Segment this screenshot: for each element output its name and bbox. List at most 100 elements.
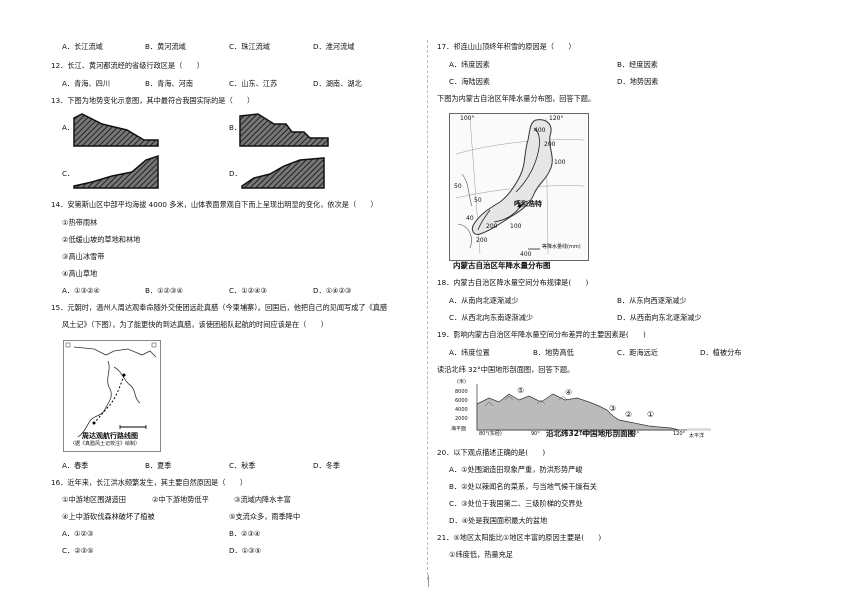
q12-option-c[interactable]: C．山东、江苏 — [229, 79, 278, 88]
map-legend: 等降水量线(mm) — [542, 244, 581, 250]
route-map-drawing — [64, 341, 160, 451]
q20-option-b[interactable]: B．②处以辣闻名的菜系，与当地气候干燥有关 — [449, 482, 597, 491]
q15-option-d[interactable]: D．冬季 — [313, 461, 341, 470]
q12-option-d[interactable]: D．湖南、湖北 — [313, 79, 362, 88]
terrain-profile-title: 沿北纬32°中国地形剖面图 — [546, 429, 636, 438]
q16-option-c[interactable]: C．②③⑤ — [62, 546, 94, 555]
q14-option-d[interactable]: D．①④②③ — [313, 286, 352, 295]
profile-y-8000: 8000 — [455, 389, 468, 395]
q14-item-2: ②低缓山坡的草地和林地 — [62, 235, 141, 244]
q13-option-a-label[interactable]: A． — [62, 123, 75, 132]
q15-route-map: 周达观航行路线图 （据《真腊风土记校注》绘制） — [63, 340, 161, 452]
q19-stem: 19．影响内蒙古自治区年降水量空间分布差异的主要因素是( ) — [437, 330, 646, 339]
profile-x-90: 90° — [531, 431, 540, 437]
q13-option-d-label[interactable]: D． — [229, 169, 242, 178]
profile-marker-2: ② — [625, 410, 633, 419]
map-lon-label-100: 100° — [460, 115, 475, 122]
q13-option-b-label[interactable]: B． — [229, 123, 242, 132]
q16-stem: 16．近年来，长江洪水频繁发生，其主要自然原因是（ ） — [51, 478, 248, 487]
q11-option-a[interactable]: A．长江流域 — [62, 42, 103, 51]
q13-terrain-profile-a[interactable] — [72, 110, 160, 148]
q16-option-d[interactable]: D．①③⑤ — [229, 546, 262, 555]
profile-marker-5: ⑤ — [517, 386, 525, 395]
profile-y-unit: (米) — [457, 379, 466, 385]
q11-option-b[interactable]: B．黄河流域 — [145, 42, 186, 51]
q14-item-3: ③高山冰雪带 — [62, 252, 105, 261]
map-lat-label-50: 50 — [454, 183, 462, 190]
q12-option-b[interactable]: B．青海、河南 — [145, 79, 194, 88]
q19-option-b[interactable]: B．地势高低 — [533, 348, 574, 357]
q20-option-a[interactable]: A．①处围湖造田现象严重，防洪形势严峻 — [449, 465, 583, 474]
q17-option-c[interactable]: C．海陆因素 — [449, 77, 490, 86]
q17-option-d[interactable]: D．地势因素 — [617, 77, 659, 86]
q16-item-5: ⑤支流众多，雨季降中 — [229, 512, 301, 521]
q15-stem-line2: 风土记》（下图），为了能更快的到达真腊，该使团船队起航的时间应该是在（ ） — [62, 320, 328, 329]
profile-marker-1: ① — [647, 410, 655, 419]
q17-option-a[interactable]: A．纬度因素 — [449, 60, 490, 69]
map-city-label: 呼和浩特 — [514, 200, 542, 208]
q14-option-c[interactable]: C．①②④③ — [229, 286, 267, 295]
q12-option-a[interactable]: A．青海、四川 — [62, 79, 111, 88]
q13-terrain-profile-b[interactable] — [238, 110, 330, 148]
q14-option-b[interactable]: B．①②③④ — [145, 286, 183, 295]
q16-item-1: ①中游地区围湖造田 — [62, 495, 126, 504]
q16-item-3: ③流域内降水丰富 — [234, 495, 291, 504]
map-lat-label-40: 40 — [466, 215, 474, 222]
q16-option-a[interactable]: A．①②③ — [62, 529, 94, 538]
q15-option-c[interactable]: C．秋季 — [229, 461, 256, 470]
profile-marker-3: ③ — [609, 404, 617, 413]
q18-option-a[interactable]: A．从南向北逐渐减少 — [449, 296, 519, 305]
profile-sea-label: 太平洋 — [689, 433, 705, 439]
map-iso-label-400b: 400 — [520, 251, 532, 258]
map-lon-label-120: 120° — [549, 115, 564, 122]
q13-stem: 13．下图为地势变化示意图，其中最符合我国实际的是（ ） — [51, 96, 255, 105]
page-marker — [428, 575, 434, 587]
q18-option-b[interactable]: B．从东向西逐渐减少 — [617, 296, 687, 305]
profile-y-sealevel: 海平面 — [451, 426, 467, 432]
q13-terrain-profile-c[interactable] — [72, 152, 160, 190]
q18-option-c[interactable]: C．从西北向东南逐渐减少 — [449, 313, 534, 322]
q16-option-b[interactable]: B．②③④ — [229, 529, 261, 538]
q19-option-c[interactable]: C．距海远近 — [617, 348, 658, 357]
q16-item-2: ②中下游地势低平 — [152, 495, 209, 504]
q14-option-a[interactable]: A．①③②④ — [62, 286, 100, 295]
map-iso-label-100b: 100 — [510, 223, 522, 230]
map-iso-label-400a: 400 — [534, 127, 546, 134]
route-map-source: （据《真腊风土记校注》绘制） — [70, 441, 141, 447]
precipitation-map-title: 内蒙古自治区年降水量分布图 — [453, 261, 551, 270]
q18-option-d[interactable]: D．从西南向东北逐渐减少 — [617, 313, 702, 322]
profile-x-80: 80°(东经) — [479, 431, 502, 437]
q12-stem: 12．长江、黄河都流经的省级行政区是（ ） — [51, 61, 204, 70]
q21-stem: 21．⑤地区太阳能比①地区丰富的原因主要是( ) — [437, 533, 602, 542]
profile-x-100: 100° — [579, 431, 592, 437]
q11-option-c[interactable]: C．珠江流域 — [229, 42, 270, 51]
q20-option-c[interactable]: C．③处位于我国第二、三级阶梯的交界处 — [449, 499, 583, 508]
map-iso-label-200c: 200 — [476, 237, 488, 244]
precipitation-map-drawing — [450, 114, 588, 260]
q20-option-d[interactable]: D．④处是我国面积最大的盆地 — [449, 516, 548, 525]
q16-item-4: ④上中游砍伐森林破坏了植被 — [62, 512, 155, 521]
map-iso-label-200b: 200 — [486, 223, 498, 230]
q14-stem: 14．安第斯山区中部平均海拔 4000 多米，山体表面景观自下而上呈现出明显的变… — [51, 200, 378, 209]
q19-option-a[interactable]: A．纬度位置 — [449, 348, 490, 357]
precipitation-map: 100° 120° 400 200 100 50 50 40 呼和浩特 200 … — [449, 113, 589, 261]
profile-x-120: 120° — [673, 431, 686, 437]
profile-marker-4: ④ — [565, 388, 573, 397]
q11-option-d[interactable]: D．淮河流域 — [313, 42, 355, 51]
intro-precipitation-map: 下图为内蒙古自治区年降水量分布图，回答下题。 — [437, 94, 596, 103]
q13-terrain-profile-d[interactable] — [240, 152, 326, 190]
q17-stem: 17．祁连山山顶终年积雪的原因是（ ） — [437, 42, 576, 51]
intro-terrain-profile: 读沿北纬 32°中国地形剖面图，回答下题。 — [437, 365, 575, 374]
profile-y-4000: 4000 — [455, 407, 468, 413]
map-iso-label-100a: 100 — [554, 159, 566, 166]
q19-option-d[interactable]: D．植被分布 — [700, 348, 742, 357]
q21-item-1: ①纬度低，热量充足 — [449, 550, 513, 559]
q13-option-c-label[interactable]: C． — [62, 169, 75, 178]
q17-option-b[interactable]: B．经度因素 — [617, 60, 658, 69]
profile-y-6000: 6000 — [455, 398, 468, 404]
map-iso-label-50: 50 — [474, 197, 482, 204]
q20-stem: 20．以下观点描述正确的是( ) — [437, 448, 546, 457]
terrain-profile-drawing — [476, 384, 711, 431]
q15-option-b[interactable]: B．夏季 — [145, 461, 172, 470]
q15-option-a[interactable]: A．春季 — [62, 461, 89, 470]
